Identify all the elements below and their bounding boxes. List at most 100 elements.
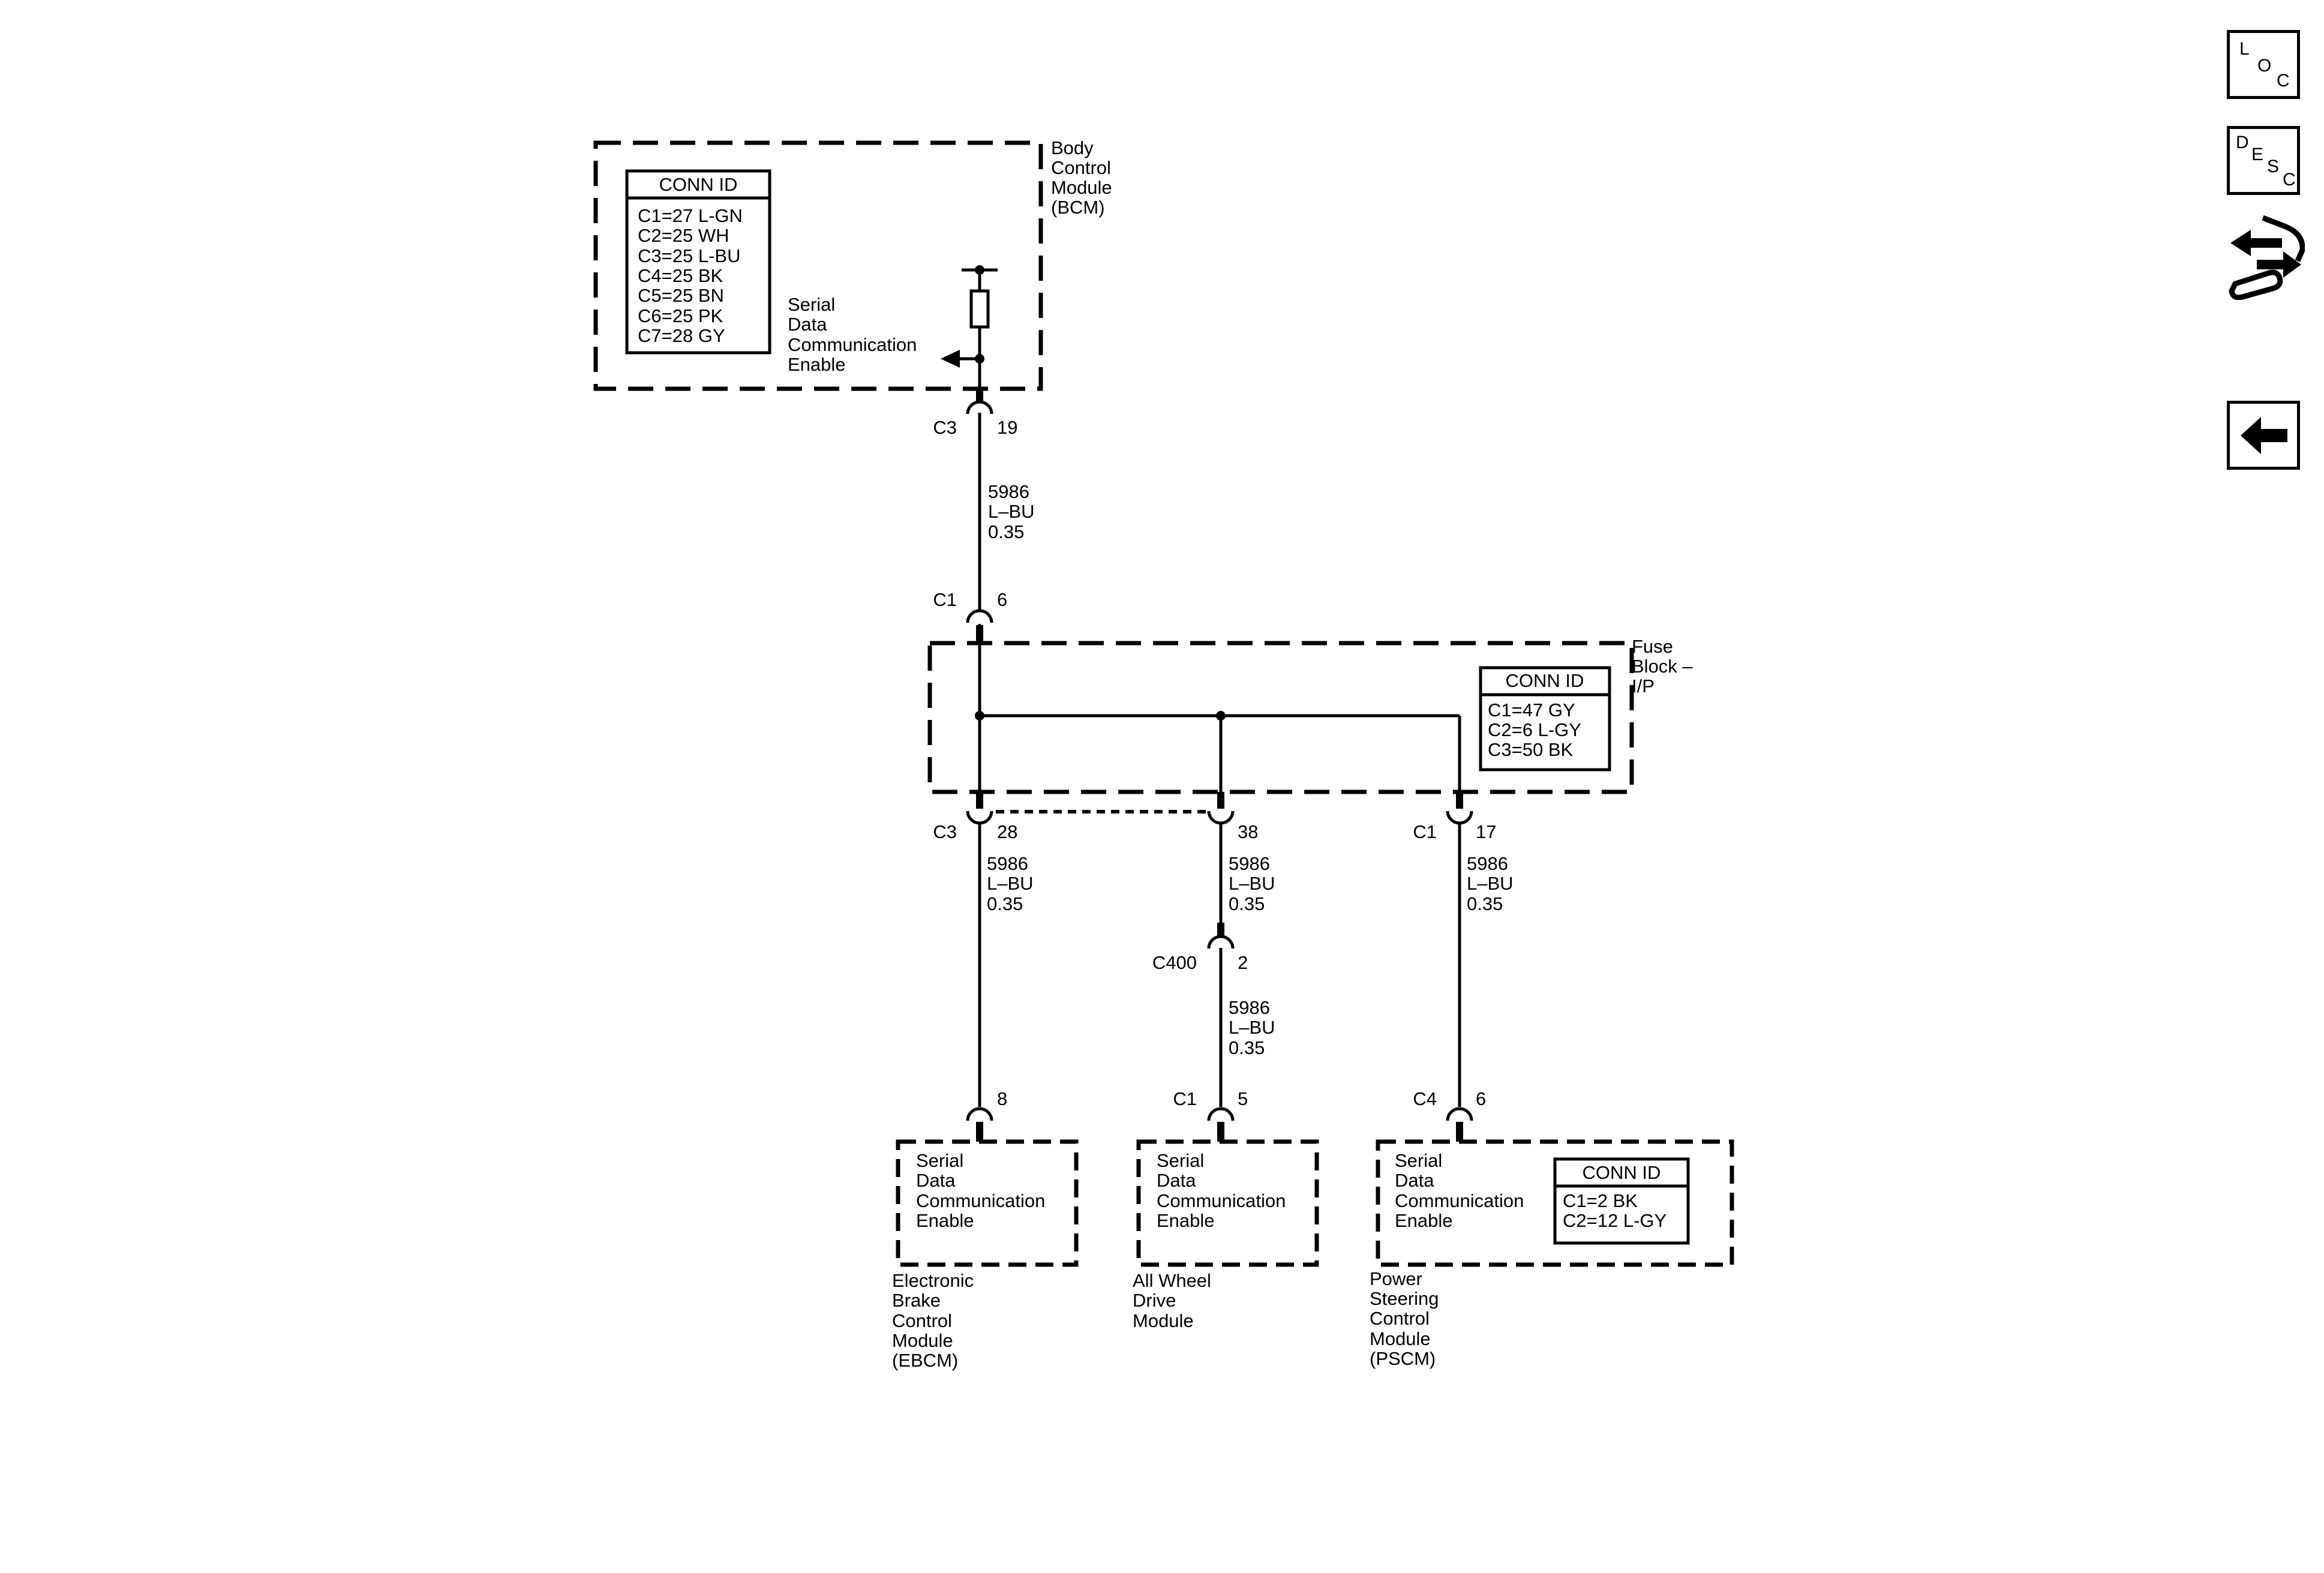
fuse-block-name-line: Fuse [1632, 636, 1673, 657]
fuse-out-right-connector-label: C1 [1413, 821, 1437, 842]
awd-name-line: All Wheel [1133, 1270, 1211, 1291]
wire-label: 0.35 [1229, 893, 1265, 914]
bcm-name-line: (BCM) [1051, 197, 1105, 218]
wire-label: 5986 [988, 481, 1029, 502]
bcm-conn-id-row: C6=25 PK [638, 305, 723, 326]
fuse-conn-id-row: C1=47 GY [1488, 700, 1575, 721]
bcm-signal-label: Communication [788, 334, 917, 355]
fuse-c3-out-connector-symbol [966, 810, 993, 825]
ebcm-name-line: Module [892, 1330, 953, 1351]
fuse-bus-splice-left [975, 711, 984, 721]
bcm-name-line: Control [1051, 157, 1111, 178]
pscm-pin-label: 6 [1476, 1088, 1486, 1109]
fuse-c1-in-connector-symbol [966, 609, 993, 623]
fuse-c1-out-connector-symbol [1446, 810, 1473, 825]
fuse-bus-splice-mid [1216, 711, 1226, 721]
wire-label: L–BU [1229, 1017, 1275, 1038]
awd-signal-label: Communication [1157, 1190, 1286, 1211]
ebcm-signal-label: Data [916, 1170, 956, 1191]
pscm-name-line: Module [1370, 1328, 1431, 1349]
bcm-conn-id-row: C2=25 WH [638, 225, 729, 246]
ebcm-connector-symbol [966, 1107, 993, 1121]
bcm-conn-id-title: CONN ID [659, 174, 738, 195]
pscm-signal-label: Enable [1395, 1210, 1453, 1231]
fuse-block-conn-id-table [1479, 666, 1611, 772]
wire-label: L–BU [1229, 873, 1275, 894]
awd-signal-label: Enable [1157, 1210, 1215, 1231]
wire-label: L–BU [987, 873, 1034, 894]
bcm-name-line: Module [1051, 177, 1112, 198]
bcm-conn-id-row: C5=25 BN [638, 285, 724, 306]
wire-label: L–BU [1467, 873, 1514, 894]
ebcm-signal-label: Communication [916, 1190, 1045, 1211]
pscm-signal-label: Serial [1395, 1150, 1442, 1171]
wire-label: 0.35 [1229, 1037, 1265, 1058]
wire-label: L–BU [988, 501, 1035, 522]
bcm-signal-label: Data [788, 314, 827, 335]
fuse-out-mid-pin-label: 38 [1238, 821, 1258, 842]
bcm-conn-id-row: C3=25 L-BU [638, 245, 740, 266]
desc-letter: C [2283, 170, 2296, 190]
pscm-conn-id-title: CONN ID [1583, 1162, 1661, 1183]
pscm-conn-id-row: C2=12 L-GY [1563, 1210, 1667, 1231]
pscm-connector-symbol [1446, 1107, 1473, 1121]
pscm-name-line: Power [1370, 1268, 1422, 1289]
wire-label: 5986 [987, 853, 1028, 874]
fuse-in-connector-label: C1 [933, 589, 957, 610]
pscm-connector-label: C4 [1413, 1088, 1437, 1109]
ebcm-name-line: Electronic [892, 1270, 974, 1291]
bcm-signal-label: Serial [788, 294, 835, 315]
description-button[interactable]: D E S C [2227, 126, 2300, 195]
fuse-conn-id-row: C3=50 BK [1488, 739, 1574, 760]
pscm-signal-label: Communication [1395, 1190, 1524, 1211]
fuse-out-left-pin-label: 28 [997, 821, 1017, 842]
pscm-boundary [1376, 1139, 1734, 1267]
svg-text:Control: Control [1051, 157, 1111, 178]
left-arrow-icon [2241, 417, 2287, 454]
bcm-pin-label: 19 [997, 417, 1017, 438]
fuse-block-boundary [927, 641, 1634, 794]
awd-connector-label: C1 [1173, 1088, 1197, 1109]
bcm-signal-arrow-icon [941, 350, 960, 368]
pscm-conn-id-table [1553, 1157, 1690, 1245]
bcm-conn-id-row: C1=27 L-GN [638, 205, 743, 226]
bcm-connector-label: C3 [933, 417, 957, 438]
inline-connector-pin-label: 2 [1238, 952, 1248, 973]
location-button[interactable]: L O C [2227, 30, 2300, 99]
awd-pin-label: 5 [1238, 1088, 1248, 1109]
awd-signal-label: Data [1157, 1170, 1196, 1191]
awd-name-line: Drive [1133, 1290, 1176, 1311]
bcm-splice-dot [975, 265, 984, 275]
pscm-name-line: (PSCM) [1370, 1348, 1436, 1369]
desc-letter: D [2236, 133, 2249, 152]
desc-letter: S [2267, 157, 2280, 176]
ebcm-name-line: Control [892, 1310, 952, 1331]
bcm-conn-id-table [625, 169, 771, 355]
fuse-conn-id-row: C2=6 L-GY [1488, 719, 1581, 740]
loc-letter: C [2277, 71, 2290, 91]
ebcm-name-line: Brake [892, 1290, 941, 1311]
wire-label: 5986 [1467, 853, 1508, 874]
ebcm-name-line: (EBCM) [892, 1350, 958, 1371]
fuse-out-left-connector-label: C3 [933, 821, 957, 842]
wrench-arrows-icon[interactable] [2227, 213, 2305, 300]
loc-letter: L [2239, 39, 2250, 59]
fuse-conn-id-title: CONN ID [1506, 670, 1584, 691]
wire-label: 5986 [1229, 997, 1270, 1018]
wire-label: 0.35 [988, 521, 1024, 542]
back-button[interactable] [2227, 401, 2300, 470]
svg-text:Module: Module [1051, 177, 1112, 198]
bcm-boundary [593, 140, 1043, 391]
awd-name-line: Module [1133, 1310, 1194, 1331]
wire-label: 0.35 [987, 893, 1023, 914]
bcm-resistor [969, 289, 990, 329]
svg-text:(BCM): (BCM) [1051, 197, 1105, 218]
awd-connector-symbol [1207, 1107, 1235, 1121]
pscm-name-line: Control [1370, 1308, 1430, 1329]
loc-letter: O [2257, 56, 2272, 76]
ebcm-signal-label: Enable [916, 1210, 974, 1231]
bcm-c3-connector-symbol [966, 400, 993, 415]
ebcm-boundary [896, 1139, 1079, 1267]
fuse-in-pin-label: 6 [997, 589, 1007, 610]
